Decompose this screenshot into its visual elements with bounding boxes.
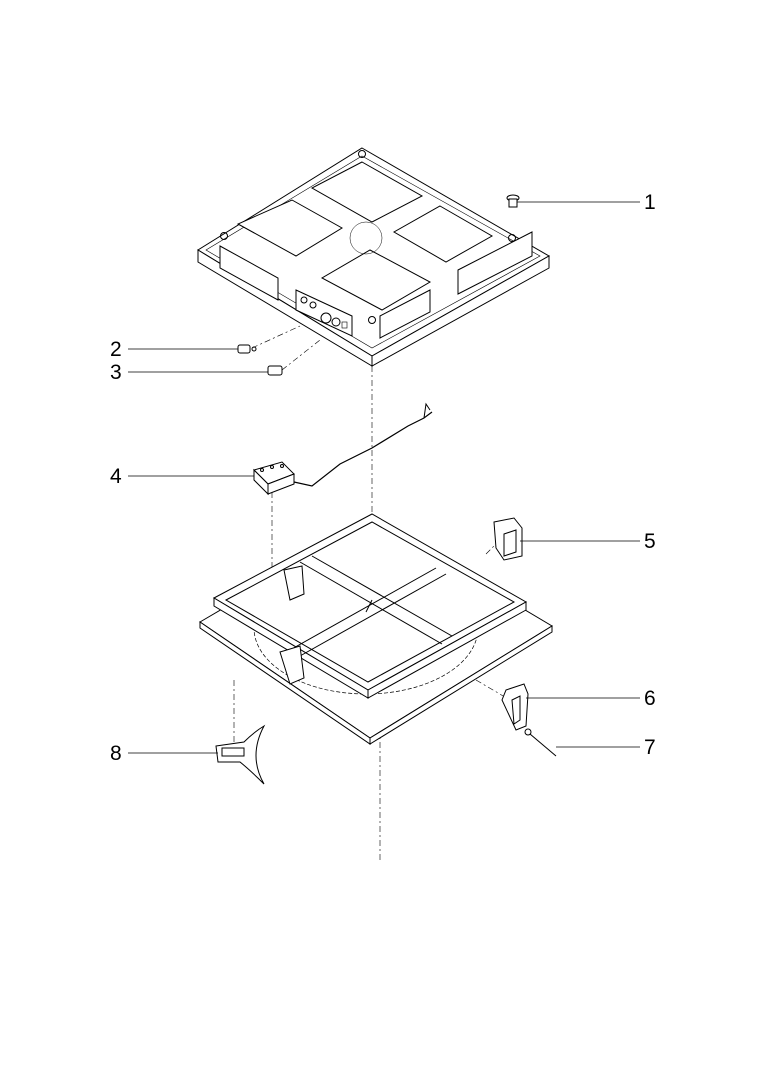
wedge-part-8 xyxy=(215,724,266,785)
callout-8: 8 xyxy=(110,742,122,765)
callout-6: 6 xyxy=(644,687,656,710)
vent-left-2 xyxy=(379,289,431,339)
screw-part-1 xyxy=(506,194,520,208)
bracket-part-5 xyxy=(493,517,523,561)
callout-3: 3 xyxy=(110,361,122,384)
junction-box-part-4 xyxy=(253,461,295,496)
vent-left-1 xyxy=(219,245,279,301)
frame-bracket-left xyxy=(279,565,305,685)
connector-part-2 xyxy=(237,344,257,354)
callout-5: 5 xyxy=(644,530,656,553)
callout-4: 4 xyxy=(110,465,122,488)
mounting-frame xyxy=(212,513,528,699)
cable-part-4 xyxy=(293,411,433,487)
leader-lines xyxy=(128,201,640,754)
callout-2: 2 xyxy=(110,338,122,361)
screw-part-7 xyxy=(524,728,557,757)
connector-part-3 xyxy=(267,365,283,376)
callout-7: 7 xyxy=(644,736,656,759)
vent-right-1 xyxy=(457,231,533,295)
cover-panel-right xyxy=(392,205,494,263)
top-cover xyxy=(197,147,551,367)
cover-panel-top xyxy=(310,161,424,223)
cover-panel-bottom xyxy=(320,249,432,311)
cover-panel-left xyxy=(236,199,343,257)
callout-1: 1 xyxy=(644,191,656,214)
bracket-part-6 xyxy=(501,683,529,731)
